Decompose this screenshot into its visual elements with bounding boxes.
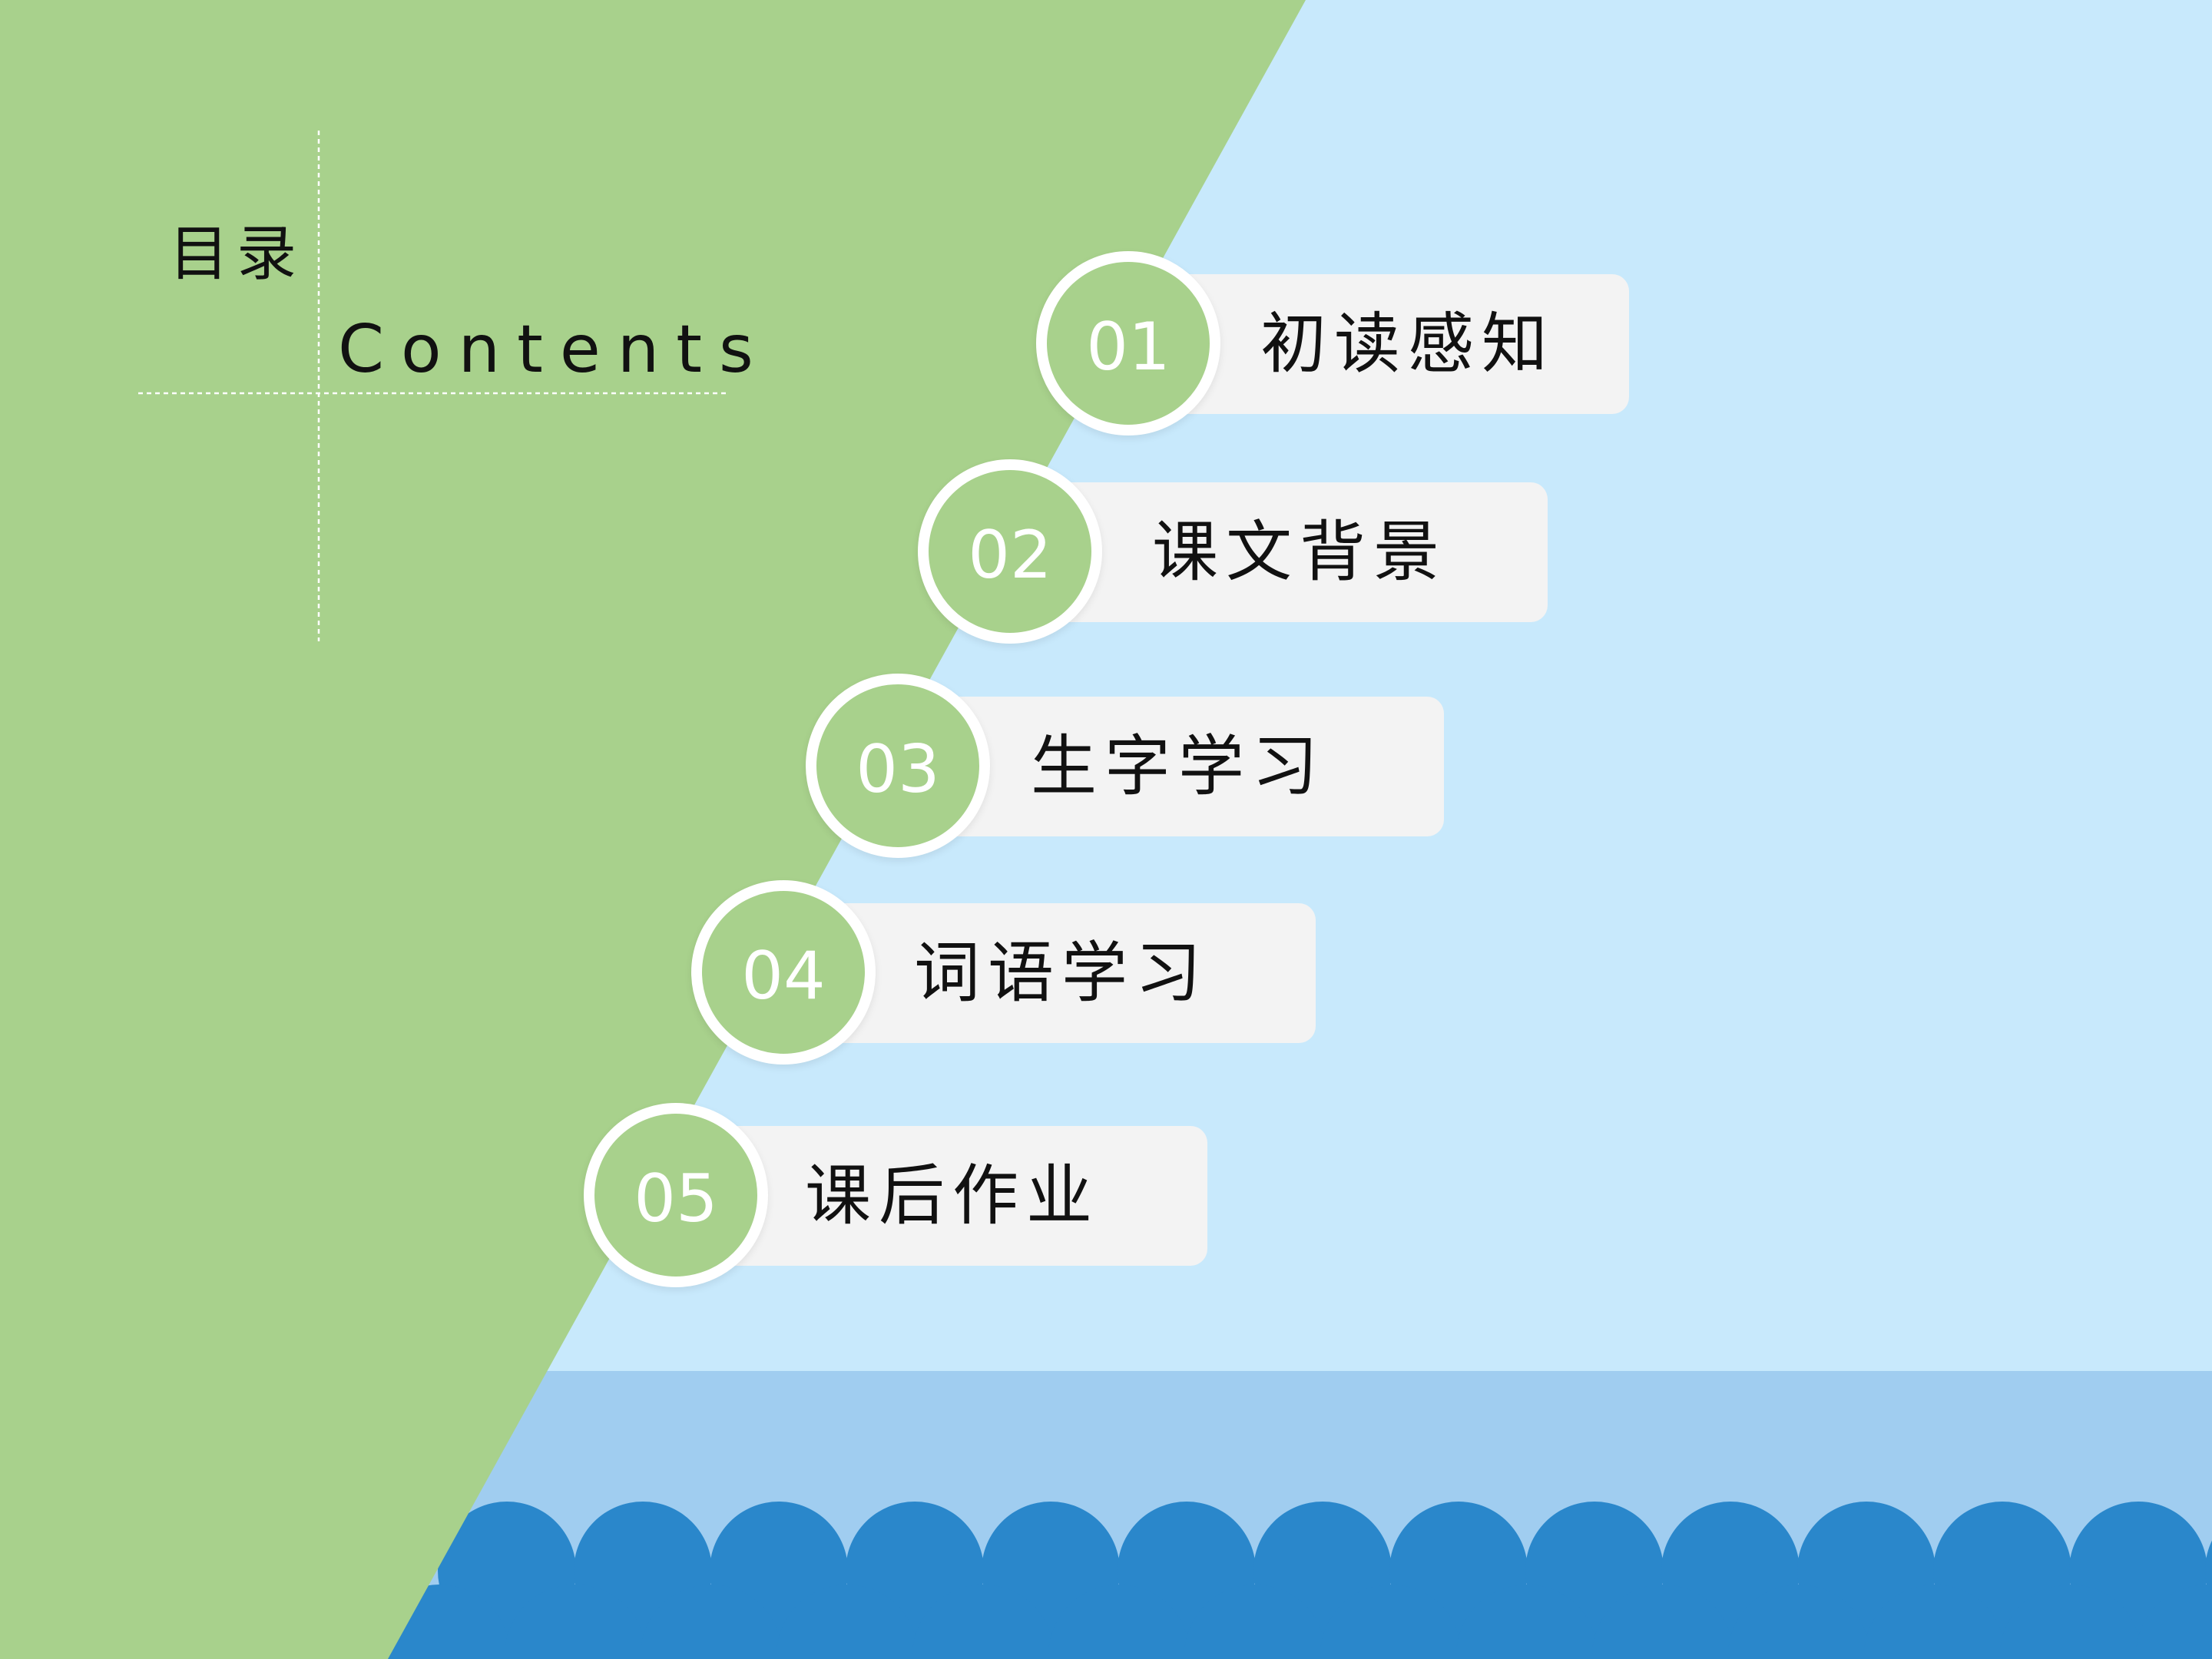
wave-scallop <box>2136 1584 2212 1659</box>
toc-number: 03 <box>856 731 940 808</box>
wave-scallop <box>1320 1584 1462 1659</box>
toc-item-1[interactable]: 01 初读感知 <box>1036 251 1629 435</box>
wave-scallop <box>2000 1584 2141 1659</box>
toc-label: 生字学习 <box>1031 728 1326 805</box>
wave-scallop <box>777 1584 918 1659</box>
wave-scallop <box>1728 1584 1869 1659</box>
green-diagonal-panel <box>0 0 1306 1659</box>
wave-scallop <box>641 1584 782 1659</box>
toc-number: 02 <box>968 517 1052 594</box>
contents-title-chinese: 目录 <box>169 220 305 289</box>
toc-label: 课后作业 <box>805 1157 1100 1234</box>
toc-label: 课文背景 <box>1152 514 1447 591</box>
toc-label: 初读感知 <box>1260 306 1555 382</box>
wave-scallop <box>1456 1584 1598 1659</box>
number-badge: 05 <box>584 1103 768 1287</box>
wave-scallop <box>1592 1584 1734 1659</box>
toc-item-2[interactable]: 02 课文背景 <box>918 459 1548 644</box>
toc-item-4[interactable]: 04 词语学习 <box>691 880 1316 1065</box>
contents-title-english: Contents <box>338 311 770 388</box>
wave-scallop <box>1864 1584 2005 1659</box>
toc-item-3[interactable]: 03 生字学习 <box>806 674 1444 858</box>
toc-number: 05 <box>634 1161 718 1237</box>
toc-number: 01 <box>1086 309 1171 386</box>
toc-label: 词语学习 <box>914 935 1209 1012</box>
number-badge: 04 <box>691 880 876 1065</box>
toc-number: 04 <box>741 938 826 1015</box>
wave-scallop <box>1048 1584 1190 1659</box>
wave-row-bottom <box>369 1584 2212 1659</box>
wave-scallop <box>1184 1584 1326 1659</box>
wave-scallop <box>505 1584 646 1659</box>
wave-scallop <box>912 1584 1054 1659</box>
toc-item-5[interactable]: 05 课后作业 <box>584 1103 1207 1287</box>
number-badge: 02 <box>918 459 1102 644</box>
number-badge: 01 <box>1036 251 1220 435</box>
number-badge: 03 <box>806 674 990 858</box>
